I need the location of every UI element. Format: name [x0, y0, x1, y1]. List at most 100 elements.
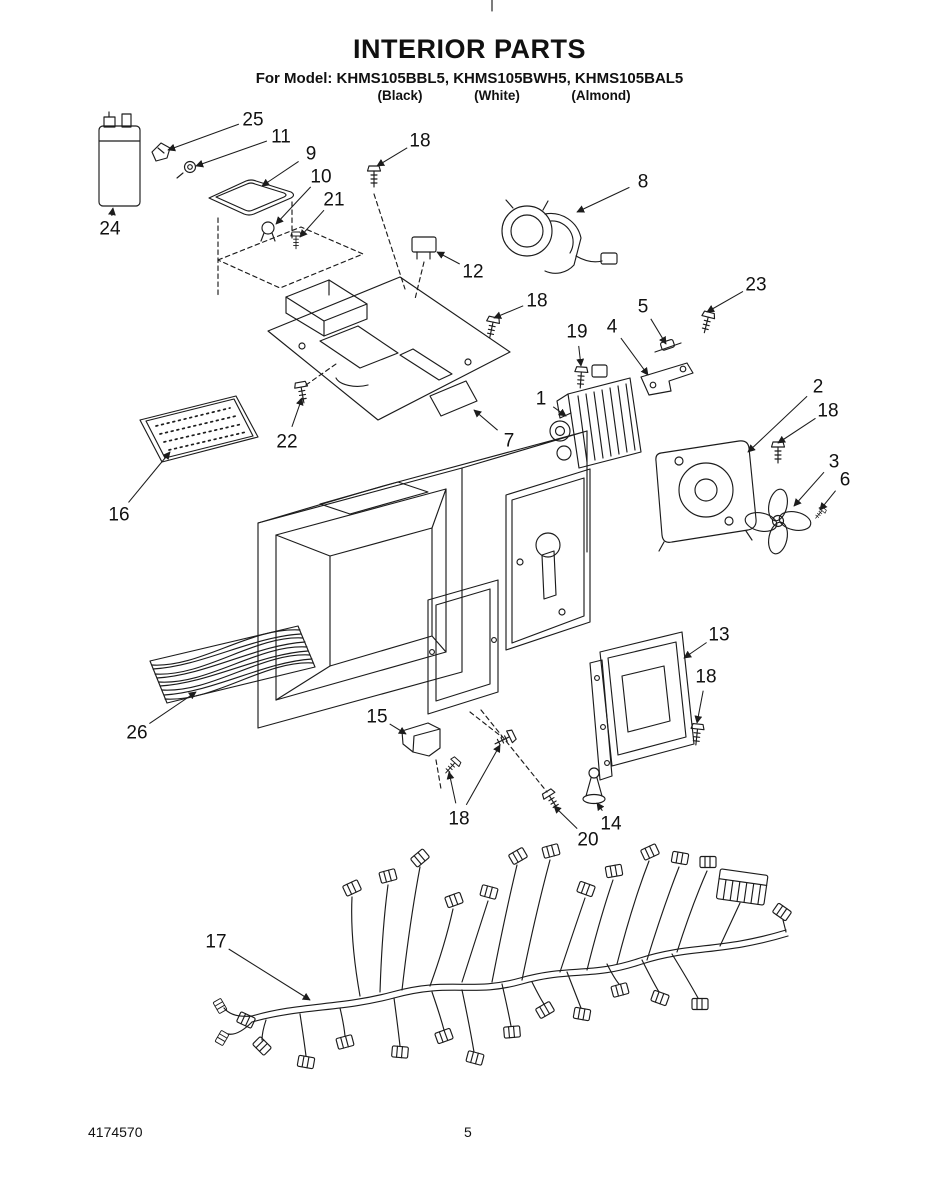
- part-2-fan-housing: [655, 440, 757, 552]
- part-14-grommet: [582, 767, 606, 805]
- part-4-bracket: [640, 362, 694, 396]
- part-callout-18: 18: [695, 667, 716, 688]
- part-callout-22: 22: [276, 432, 297, 453]
- callout-leader-18: [376, 147, 408, 167]
- callout-leader-11: [195, 140, 268, 168]
- model-line: For Model: KHMS105BBL5, KHMS105BWH5, KHM…: [255, 70, 684, 87]
- part-15-bracket: [401, 722, 441, 757]
- part-22-screw: [293, 380, 311, 405]
- part-callout-8: 8: [638, 172, 649, 193]
- part-callout-14: 14: [600, 814, 622, 835]
- part-callout-20: 20: [577, 830, 598, 851]
- wire-connector: [465, 1050, 485, 1066]
- wire-connector: [670, 850, 690, 866]
- callout-leader-2: [747, 395, 808, 453]
- part-callout-18: 18: [817, 401, 838, 422]
- callout-leader-12: [436, 251, 460, 265]
- callout-leader-25: [167, 123, 240, 152]
- part-10-socket: [260, 221, 276, 242]
- part-19-screw: [573, 365, 589, 390]
- wire-connector: [604, 863, 624, 879]
- part-callout-3: 3: [829, 452, 840, 473]
- callout-leader-16: [128, 451, 171, 503]
- part-11-nut: [176, 160, 197, 179]
- part-9-waveguide-cover: [208, 179, 295, 216]
- part-7-chassis: [267, 276, 511, 421]
- callout-leader-10: [275, 186, 312, 225]
- part-callout-23: 23: [745, 275, 766, 296]
- page-title: INTERIOR PARTS: [352, 34, 586, 64]
- part-callout-4: 4: [607, 317, 618, 338]
- callout-leader-20: [553, 805, 578, 829]
- screw-18-top: [366, 165, 382, 188]
- wire-connector: [691, 997, 709, 1011]
- wire-connector: [214, 1029, 230, 1047]
- part-26-rack: [149, 625, 316, 704]
- part-callout-15: 15: [366, 707, 387, 728]
- wire-connector: [639, 843, 661, 861]
- wire-connector: [541, 843, 561, 859]
- callout-leader-17: [228, 948, 311, 1001]
- part-callout-7: 7: [504, 431, 515, 452]
- part-20-screw: [540, 787, 564, 814]
- part-callout-10: 10: [310, 167, 331, 188]
- header: INTERIOR PARTS For Model: KHMS105BBL5, K…: [0, 34, 939, 106]
- callout-leader-1: [552, 406, 567, 417]
- part-callout-16: 16: [108, 505, 129, 526]
- diagram-artwork: [98, 0, 828, 1070]
- wire-connector: [534, 1000, 556, 1020]
- callout-leader-18: [777, 417, 816, 444]
- inner-door-frame: [427, 579, 499, 715]
- wire-connector: [576, 880, 596, 898]
- callout-leader-26: [149, 691, 197, 725]
- part-callout-18: 18: [448, 809, 469, 830]
- callout-leader-18: [694, 690, 704, 724]
- color-label-almond: (Almond): [571, 88, 631, 103]
- screw-18-door: [688, 722, 706, 747]
- wire-connector: [235, 1011, 257, 1029]
- part-callout-1: 1: [536, 389, 547, 410]
- wire-connector: [409, 848, 431, 868]
- wire-connector: [378, 868, 398, 884]
- part-24-capacitor: [98, 111, 141, 207]
- part-callout-25: 25: [242, 110, 263, 131]
- part-6-screw: [812, 505, 828, 522]
- wire-connector: [771, 902, 793, 922]
- part-callout-17: 17: [205, 932, 226, 953]
- callout-leader-7: [473, 409, 498, 431]
- wire-connector: [610, 982, 630, 998]
- callout-leader-9: [261, 160, 299, 187]
- color-label-white: (White): [474, 88, 520, 103]
- callout-leader-6: [819, 490, 837, 511]
- callout-leader-18: [493, 305, 524, 319]
- callout-leader-22: [291, 397, 304, 427]
- wire-connector: [479, 884, 499, 900]
- part-17-wire-harness: [212, 843, 793, 1070]
- part-callout-24: 24: [99, 219, 121, 240]
- wire-connector: [296, 1054, 316, 1070]
- callout-leader-8: [576, 186, 630, 213]
- wire-connector: [341, 879, 363, 897]
- callout-leader-18: [446, 771, 457, 804]
- page-number: 5: [464, 1124, 472, 1140]
- part-callout-18: 18: [526, 291, 547, 312]
- screw-18-right: [770, 441, 786, 464]
- callout-leader-15: [389, 723, 407, 735]
- part-1-magnetron: [549, 364, 642, 469]
- part-callout-21: 21: [323, 190, 344, 211]
- wire-connector: [434, 1027, 454, 1045]
- color-label-black: (Black): [377, 88, 423, 103]
- wire-connector: [699, 855, 717, 869]
- part-callout-13: 13: [708, 625, 729, 646]
- wire-connector: [572, 1006, 592, 1022]
- part-callout-5: 5: [638, 297, 649, 318]
- color-variants: (Black) (White) (Almond): [0, 88, 939, 106]
- screw-18-bottom-b: [441, 755, 463, 778]
- wire-connector: [212, 997, 228, 1015]
- wire-connector: [335, 1034, 355, 1050]
- document-number: 4174570: [88, 1124, 143, 1140]
- callout-leader-24: [108, 207, 116, 216]
